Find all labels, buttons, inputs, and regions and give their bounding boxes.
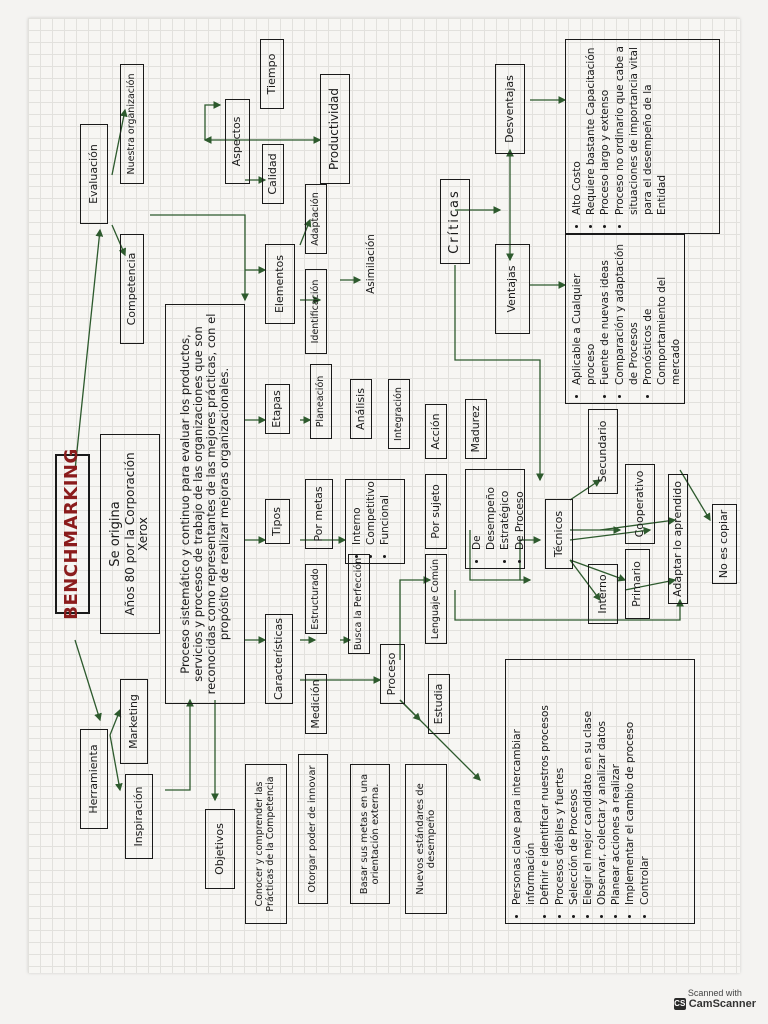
- productividad-box: Productividad: [320, 74, 350, 184]
- objetivo-2: Otorgar poder de innovar: [298, 754, 328, 904]
- proceso-step-item: Procesos débiles y fuertes: [553, 666, 567, 905]
- proceso-step-item: Planear acciones a realizar: [609, 666, 623, 905]
- inspiracion-box: Inspiración: [125, 774, 153, 859]
- objetivo-4: Nuevos estándares de desempeño: [405, 764, 447, 914]
- camscanner-watermark: Scanned with CS CamScanner: [673, 988, 756, 1010]
- proceso-steps-list: Personas clave para intercambiar informa…: [505, 659, 695, 924]
- proceso-step-item: Selección de Procesos: [567, 666, 581, 905]
- sujeto-item: Estratégico: [498, 476, 512, 550]
- por-metas-box: Por metas: [305, 479, 333, 549]
- ventaja-item: Fuente de nuevas ideas: [598, 241, 612, 385]
- asimilacion-text: Asimilación: [365, 234, 377, 294]
- desventaja-item: Proceso no ordinario que cabe a situacio…: [613, 46, 670, 215]
- objetivo-1: Conocer y comprender las Prácticas de la…: [245, 764, 287, 924]
- aspectos-box: Aspectos: [225, 99, 250, 184]
- marketing-box: Marketing: [120, 679, 148, 764]
- meta-item: Interno: [350, 486, 364, 545]
- sujeto-item: De Proceso: [513, 476, 527, 550]
- por-sujeto-box: Por sujeto: [425, 474, 447, 549]
- elementos-box: Elementos: [265, 244, 295, 324]
- competencia-box: Competencia: [120, 234, 144, 344]
- criticas-box: Críticas: [440, 179, 470, 264]
- herramienta-box: Herramienta: [80, 729, 108, 829]
- metas-list: InternoCompetitivoFuncional: [345, 479, 405, 564]
- watermark-brand-text: CamScanner: [688, 998, 756, 1010]
- proceso-step-item: Controlar: [638, 666, 652, 905]
- etapa-planeacion: Planeación: [310, 364, 332, 439]
- desventajas-items: Alto CostoRequiere bastante Capacitación…: [570, 46, 669, 227]
- proceso-box: Proceso: [380, 644, 405, 704]
- desventajas-list: Alto CostoRequiere bastante Capacitación…: [565, 39, 720, 234]
- watermark-top: Scanned with: [687, 988, 742, 998]
- definition-box: Proceso sistemático y continuo para eval…: [165, 304, 245, 704]
- desventaja-item: Requiere bastante Capacitación: [584, 46, 598, 215]
- cooperativo-box: Cooperativo: [625, 464, 655, 544]
- etapa-integracion: Integración: [388, 379, 410, 449]
- origin-box: Se origina Años 80 por la Corporación Xe…: [100, 434, 160, 634]
- objetivo-3: Basar sus metas en una orientación exter…: [350, 764, 390, 904]
- estudia-box: Estudia: [428, 674, 450, 734]
- calidad-box: Calidad: [262, 144, 284, 204]
- meta-item: Funcional: [378, 486, 392, 545]
- sujeto-items: De DesempeñoEstratégicoDe Proceso: [470, 476, 527, 562]
- caracteristicas-box: Características: [265, 614, 293, 704]
- ventajas-list: Aplicable a Cualquier procesoFuente de n…: [565, 234, 685, 404]
- proceso-step-item: Elegir el mejor candidato en su clase: [581, 666, 595, 905]
- origin-line1: Se origina: [107, 501, 123, 567]
- estructurado-box: Estructurado: [305, 564, 327, 634]
- desventaja-item: Alto Costo: [570, 46, 584, 215]
- etapa-analisis: Análisis: [350, 379, 372, 439]
- desventajas-box: Desventajas: [495, 64, 525, 154]
- etapas-box: Etapas: [265, 384, 290, 434]
- ventaja-item: Comparación y adaptación de Procesos: [613, 241, 641, 385]
- objetivos-box: Objetivos: [205, 809, 235, 889]
- proceso-step-item: Personas clave para intercambiar informa…: [510, 666, 538, 905]
- primario-box: Primario: [625, 549, 650, 619]
- proceso-items: Personas clave para intercambiar informa…: [510, 666, 652, 917]
- ventaja-item: Pronósticos de Comportamiento del mercad…: [641, 241, 684, 385]
- lenguaje-comun-box: Lenguaje Común: [425, 554, 447, 644]
- evaluacion-box: Evaluación: [80, 124, 108, 224]
- sujeto-list: De DesempeñoEstratégicoDe Proceso: [465, 469, 527, 569]
- title-box: BENCHMARKING: [55, 448, 90, 620]
- origin-line2: Años 80 por la Corporación Xerox: [122, 452, 151, 616]
- no-copiar-box: No es copiar: [712, 504, 737, 584]
- secundario-box: Secundario: [588, 409, 618, 494]
- metas-items: InternoCompetitivoFuncional: [350, 481, 393, 557]
- ventajas-box: Ventajas: [495, 244, 530, 334]
- medicion-box: Medición: [305, 674, 327, 734]
- tiempo-box: Tiempo: [260, 39, 284, 109]
- ventajas-items: Aplicable a Cualquier procesoFuente de n…: [570, 241, 683, 397]
- proceso-step-item: Definir e identificar nuestros procesos: [538, 666, 552, 905]
- tecnicos-box: Técnicos: [545, 499, 573, 569]
- etapa-madurez: Madurez: [465, 399, 487, 459]
- tipos-box: Tipos: [265, 499, 290, 544]
- identificacion-box: Identificación: [305, 269, 327, 354]
- paper-sheet: [28, 18, 740, 973]
- interno-box: Interno: [588, 564, 618, 624]
- camscanner-logo-icon: CS: [673, 998, 686, 1010]
- etapa-accion: Acción: [425, 404, 447, 459]
- watermark-brand: CS CamScanner: [673, 998, 756, 1010]
- busca-perfeccion-box: Busca la Perfección: [348, 554, 370, 654]
- meta-item: Competitivo: [364, 481, 378, 545]
- proceso-step-item: Observar, colectar y analizar datos: [595, 666, 609, 905]
- sujeto-item: De Desempeño: [470, 476, 498, 550]
- ventaja-item: Aplicable a Cualquier proceso: [570, 241, 598, 385]
- proceso-step-item: Implementar el cambio de proceso: [623, 666, 637, 905]
- nuestra-organizacion-box: Nuestra organización: [120, 64, 144, 184]
- desventaja-item: Proceso largo y extenso: [598, 46, 612, 215]
- adaptacion-box: Adaptación: [305, 184, 327, 254]
- adaptar-box: Adaptar lo aprendido: [668, 474, 688, 604]
